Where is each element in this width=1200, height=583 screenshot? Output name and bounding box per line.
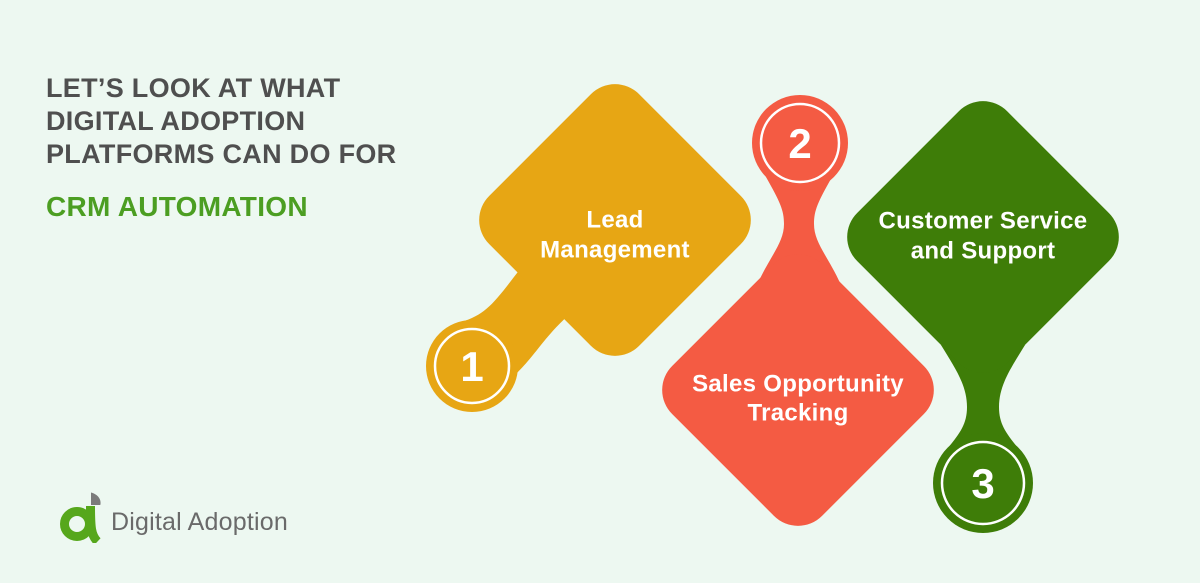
logo-a-stem [86,505,101,543]
diagram-item-customer-service-and-support: 3 Customer Service and Support [847,101,1119,533]
badge-number-1: 1 [460,343,483,390]
headline-line-3: PLATFORMS CAN DO FOR [46,139,397,169]
brand-logo: Digital Adoption [60,491,288,543]
logo-leaf-icon [91,492,101,505]
badge-ring-1 [433,327,511,405]
diamond-sales-opportunity-tracking [662,254,934,526]
diamond-label-line: Customer Service [879,207,1088,234]
diamond-label-line: Sales Opportunity [692,370,904,397]
badge-number-2: 2 [788,120,811,167]
headline: LET’S LOOK AT WHAT DIGITAL ADOPTION PLAT… [46,72,466,223]
diagram-item-lead-management: 1 Lead Management [426,84,751,412]
diamond-label-line: and Support [911,237,1056,264]
badge-number-3: 3 [971,460,994,507]
logo-a-bowl [60,507,94,541]
diamond-label-line: Management [540,236,690,263]
badge-circle-3 [933,433,1033,533]
diamond-label-line: Lead [586,206,643,233]
badge-circle-2 [752,95,848,191]
headline-line-1: LET’S LOOK AT WHAT [46,73,341,103]
headline-highlight: CRM AUTOMATION [46,191,308,222]
logo-a-icon [60,492,101,543]
diagram-item-sales-opportunity-tracking: 2 Sales Opportunity Tracking [662,95,934,526]
badge-ring-2 [759,102,841,184]
diamond-lead-management [479,84,751,356]
headline-line-2: DIGITAL ADOPTION [46,106,306,136]
brand-name: Digital Adoption [111,508,288,536]
badge-circle-1 [426,320,518,412]
badge-ring-3 [940,440,1026,526]
connector-3 [941,345,1025,448]
diamond-customer-service-and-support [847,101,1119,373]
connector-2 [757,177,841,285]
diamond-label-line: Tracking [747,399,848,426]
